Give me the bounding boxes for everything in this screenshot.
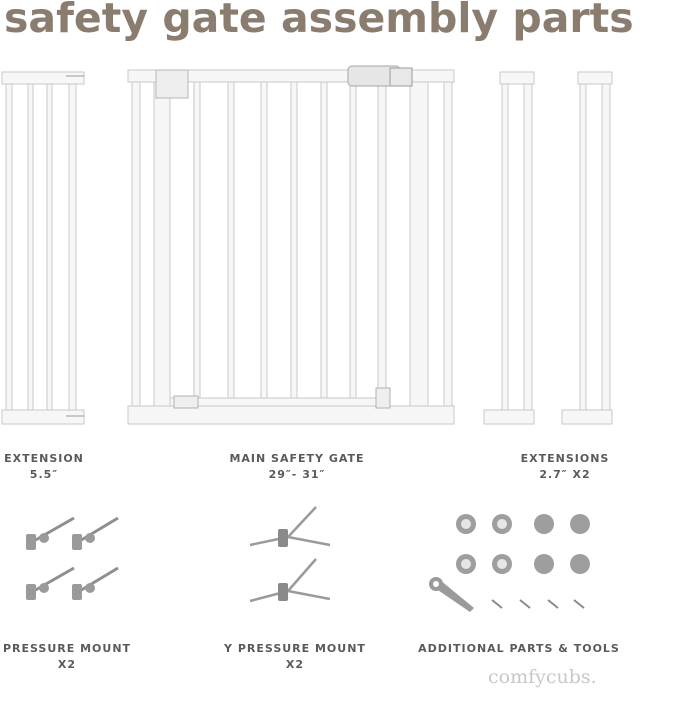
- main-gate-label: MAIN SAFETY GATE 29″- 31″: [229, 452, 365, 481]
- extension-panel-image: [1, 71, 85, 425]
- main-gate-image: [127, 65, 455, 425]
- page-title: safety gate assembly parts: [4, 0, 634, 42]
- y-pressure-mount-label: Y PRESSURE MOUNT X2: [224, 642, 366, 671]
- brand-logo: comfycubs.: [488, 666, 597, 688]
- pressure-mount-label: PRESSURE MOUNT X2: [2, 642, 132, 671]
- additional-parts-label: ADDITIONAL PARTS & TOOLS: [418, 642, 620, 655]
- extensions-panels-image: [483, 71, 613, 425]
- y-pressure-mount-image: [249, 506, 331, 603]
- extension-label: EXTENSION 5.5″: [4, 452, 84, 481]
- additional-parts-image: [429, 514, 590, 612]
- pressure-mount-image: [26, 516, 119, 600]
- extensions-label: EXTENSIONS 2.7″ X2: [520, 452, 610, 481]
